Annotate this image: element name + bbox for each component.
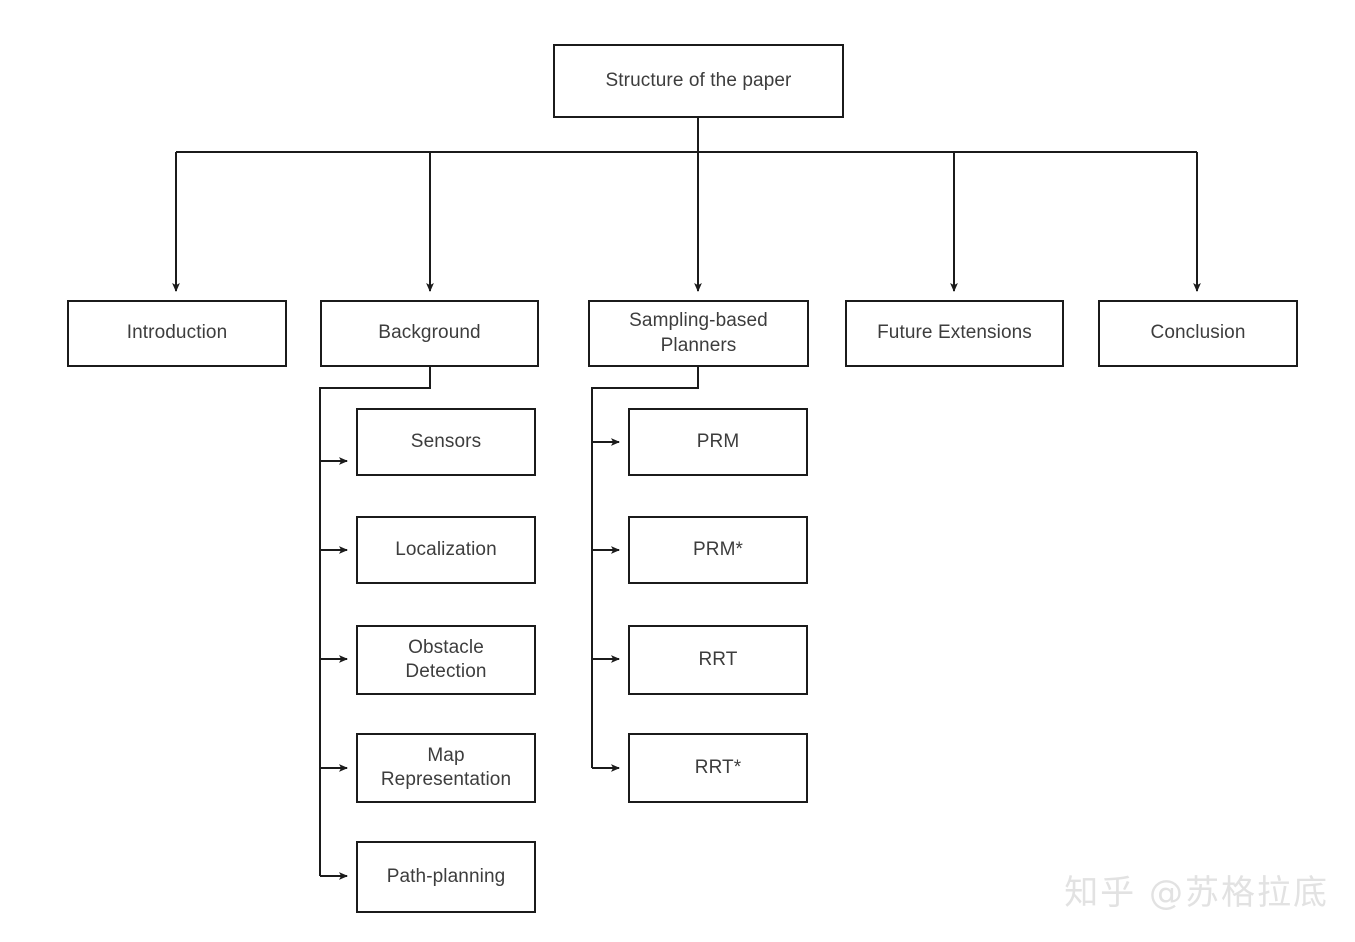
node-label: RRT* bbox=[694, 756, 742, 778]
node-structure-of-the-paper[interactable]: Structure of the paper bbox=[553, 44, 844, 118]
node-future-extensions[interactable]: Future Extensions bbox=[845, 300, 1064, 367]
node-obstacle-detection[interactable]: Obstacle Detection bbox=[356, 625, 536, 695]
node-label: Sampling-based Planners bbox=[629, 310, 768, 356]
node-rrt[interactable]: RRT bbox=[628, 625, 808, 695]
node-sampling-based-planners[interactable]: Sampling-based Planners bbox=[588, 300, 809, 367]
node-label: Structure of the paper bbox=[605, 69, 792, 91]
node-label: Map Representation bbox=[380, 744, 512, 790]
node-label: Introduction bbox=[126, 322, 228, 344]
node-path-planning[interactable]: Path-planning bbox=[356, 841, 536, 913]
node-label: Sensors bbox=[410, 430, 482, 452]
node-localization[interactable]: Localization bbox=[356, 516, 536, 584]
node-label: Path-planning bbox=[386, 865, 506, 887]
node-label: Obstacle Detection bbox=[405, 636, 487, 682]
node-label: Localization bbox=[395, 538, 497, 560]
node-rrt-star[interactable]: RRT* bbox=[628, 733, 808, 803]
node-label: Conclusion bbox=[1150, 322, 1246, 344]
node-prm-star[interactable]: PRM* bbox=[628, 516, 808, 584]
node-label: RRT bbox=[698, 648, 738, 670]
node-introduction[interactable]: Introduction bbox=[67, 300, 287, 367]
node-label: Future Extensions bbox=[877, 322, 1032, 344]
node-background[interactable]: Background bbox=[320, 300, 539, 367]
node-label: PRM bbox=[696, 430, 740, 452]
node-label: Background bbox=[378, 322, 481, 344]
node-label: PRM* bbox=[692, 538, 743, 560]
node-map-representation[interactable]: Map Representation bbox=[356, 733, 536, 803]
node-conclusion[interactable]: Conclusion bbox=[1098, 300, 1298, 367]
node-sensors[interactable]: Sensors bbox=[356, 408, 536, 476]
node-prm[interactable]: PRM bbox=[628, 408, 808, 476]
watermark: 知乎 @苏格拉底 bbox=[1064, 873, 1329, 913]
